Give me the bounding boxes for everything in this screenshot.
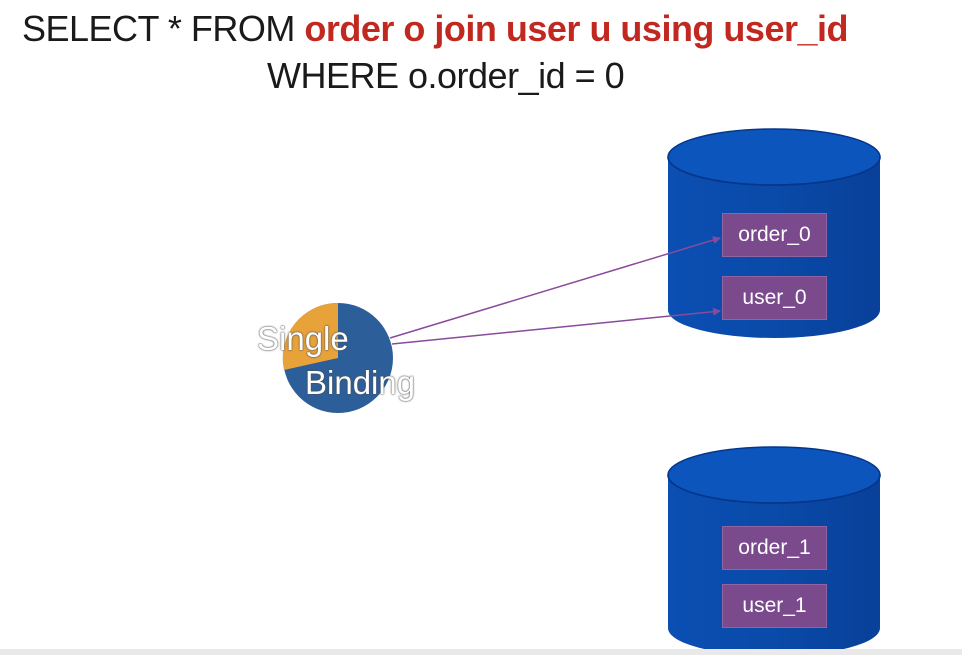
sql-join-clause: order o join user u using user_id <box>304 8 848 49</box>
binding-label-binding: Binding <box>305 364 416 401</box>
sql-select-prefix: SELECT * FROM <box>22 8 305 49</box>
table-user-1: user_1 <box>722 584 827 628</box>
table-user-0: user_0 <box>722 276 827 320</box>
single-binding-pie <box>282 302 393 413</box>
bottom-divider <box>0 649 962 655</box>
binding-label-single: Single <box>257 320 349 357</box>
table-order-1: order_1 <box>722 526 827 570</box>
table-order-0: order_0 <box>722 213 827 257</box>
sql-query-line-1: SELECT * FROM order o join user u using … <box>22 8 848 50</box>
arrow-to-order-0 <box>389 236 721 339</box>
arrow-to-user-0 <box>391 307 721 345</box>
sql-query-line-2: WHERE o.order_id = 0 <box>267 55 625 96</box>
